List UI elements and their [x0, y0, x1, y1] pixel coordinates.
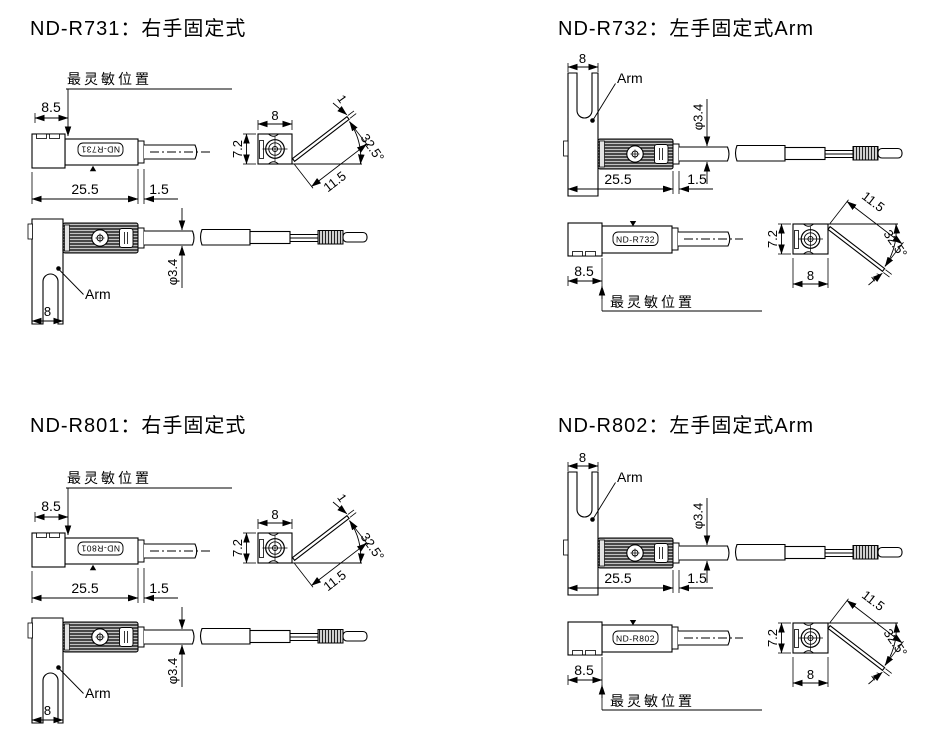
dim-body-length: 25.5: [604, 171, 631, 187]
dim-mount-face-width: 8.5: [574, 263, 594, 279]
dim-arm-length: 11.5: [320, 168, 348, 195]
model-label: ND-R801: [81, 544, 120, 554]
diagram-nd-r732: ND-R732：左手固定式Arm 8 Arm φ3.4 25.5 1.5 ND-…: [465, 0, 930, 365]
technical-drawing-left-hand: 8 Arm φ3.4 25.5 1.5 ND-R802 8.5 最灵敏位置 7.…: [465, 450, 911, 731]
dim-cable-diameter: φ3.4: [165, 658, 180, 685]
technical-drawing-right-hand: 最灵敏位置 8.5 ND-R801 25.5 1.5 φ3.4 Arm 8 8 …: [0, 470, 387, 731]
dim-mount-face-width: 8.5: [574, 662, 594, 678]
diagram-title: ND-R731：右手固定式: [30, 18, 247, 40]
dim-clamp-width: 8: [271, 507, 278, 522]
label-arm: Arm: [617, 469, 643, 485]
dim-body-length: 25.5: [71, 580, 98, 596]
label-sensitive-position: 最灵敏位置: [67, 470, 152, 486]
label-sensitive-position: 最灵敏位置: [610, 693, 695, 709]
label-arm: Arm: [85, 286, 111, 302]
label-sensitive-position: 最灵敏位置: [610, 294, 695, 310]
dim-clamp-height: 7.2: [230, 539, 245, 557]
dim-arm-length: 11.5: [320, 567, 348, 594]
dim-clamp-width: 8: [807, 268, 814, 283]
dim-arm-thickness: 1: [868, 669, 883, 683]
dim-arm-slot-width: 8: [579, 51, 586, 66]
dim-arm-angle: 32.5°: [881, 227, 911, 261]
diagram-title: ND-R732：左手固定式Arm: [558, 18, 815, 40]
model-label: ND-R732: [616, 235, 655, 245]
dim-body-length: 25.5: [71, 181, 98, 197]
model-label: ND-R802: [616, 634, 655, 644]
dim-arm-length: 11.5: [859, 188, 887, 215]
dim-arm-thickness: 1: [868, 270, 883, 284]
diagram-title: ND-R802：左手固定式Arm: [558, 415, 815, 437]
dim-arm-angle: 32.5°: [881, 626, 911, 660]
drawing-geometry: [564, 462, 904, 710]
diagram-nd-r802: ND-R802：左手固定式Arm 8 Arm φ3.4 25.5 1.5 ND-…: [465, 365, 930, 730]
dim-body-step: 1.5: [149, 580, 169, 596]
drawing-geometry: [28, 89, 368, 324]
dim-clamp-height: 7.2: [230, 140, 245, 158]
dim-arm-thickness: 1: [334, 92, 349, 106]
dim-arm-slot-width: 8: [44, 304, 51, 319]
dim-clamp-width: 8: [271, 108, 278, 123]
dim-mount-face-width: 8.5: [41, 498, 61, 514]
dim-cable-diameter: φ3.4: [165, 259, 180, 286]
dim-clamp-width: 8: [807, 667, 814, 682]
dim-clamp-height: 7.2: [765, 230, 780, 248]
drawing-geometry: [28, 488, 368, 723]
label-sensitive-position: 最灵敏位置: [67, 71, 152, 87]
dim-arm-length: 11.5: [859, 587, 887, 614]
dim-cable-diameter: φ3.4: [691, 503, 706, 530]
diagram-title: ND-R801：右手固定式: [30, 415, 247, 437]
model-label: ND-R731: [81, 145, 120, 155]
technical-drawing-left-hand: 8 Arm φ3.4 25.5 1.5 ND-R732 8.5 最灵敏位置 7.…: [465, 51, 911, 336]
label-arm: Arm: [85, 685, 111, 701]
dim-body-length: 25.5: [604, 570, 631, 586]
dim-arm-slot-width: 8: [579, 450, 586, 465]
dim-arm-thickness: 1: [334, 491, 349, 505]
diagram-nd-r731: ND-R731：右手固定式 最灵敏位置 8.5 ND-R731 25.5 1.5…: [0, 0, 465, 365]
label-arm: Arm: [617, 70, 643, 86]
dim-arm-slot-width: 8: [44, 703, 51, 718]
drawing-geometry: [564, 63, 904, 311]
dim-body-step: 1.5: [687, 570, 707, 586]
dim-clamp-height: 7.2: [765, 629, 780, 647]
dim-body-step: 1.5: [149, 181, 169, 197]
dim-body-step: 1.5: [687, 171, 707, 187]
dim-mount-face-width: 8.5: [41, 99, 61, 115]
diagram-nd-r801: ND-R801：右手固定式 最灵敏位置 8.5 ND-R801 25.5 1.5…: [0, 365, 465, 730]
dim-cable-diameter: φ3.4: [691, 104, 706, 131]
technical-drawing-right-hand: 最灵敏位置 8.5 ND-R731 25.5 1.5 φ3.4 Arm 8 8 …: [0, 71, 387, 336]
